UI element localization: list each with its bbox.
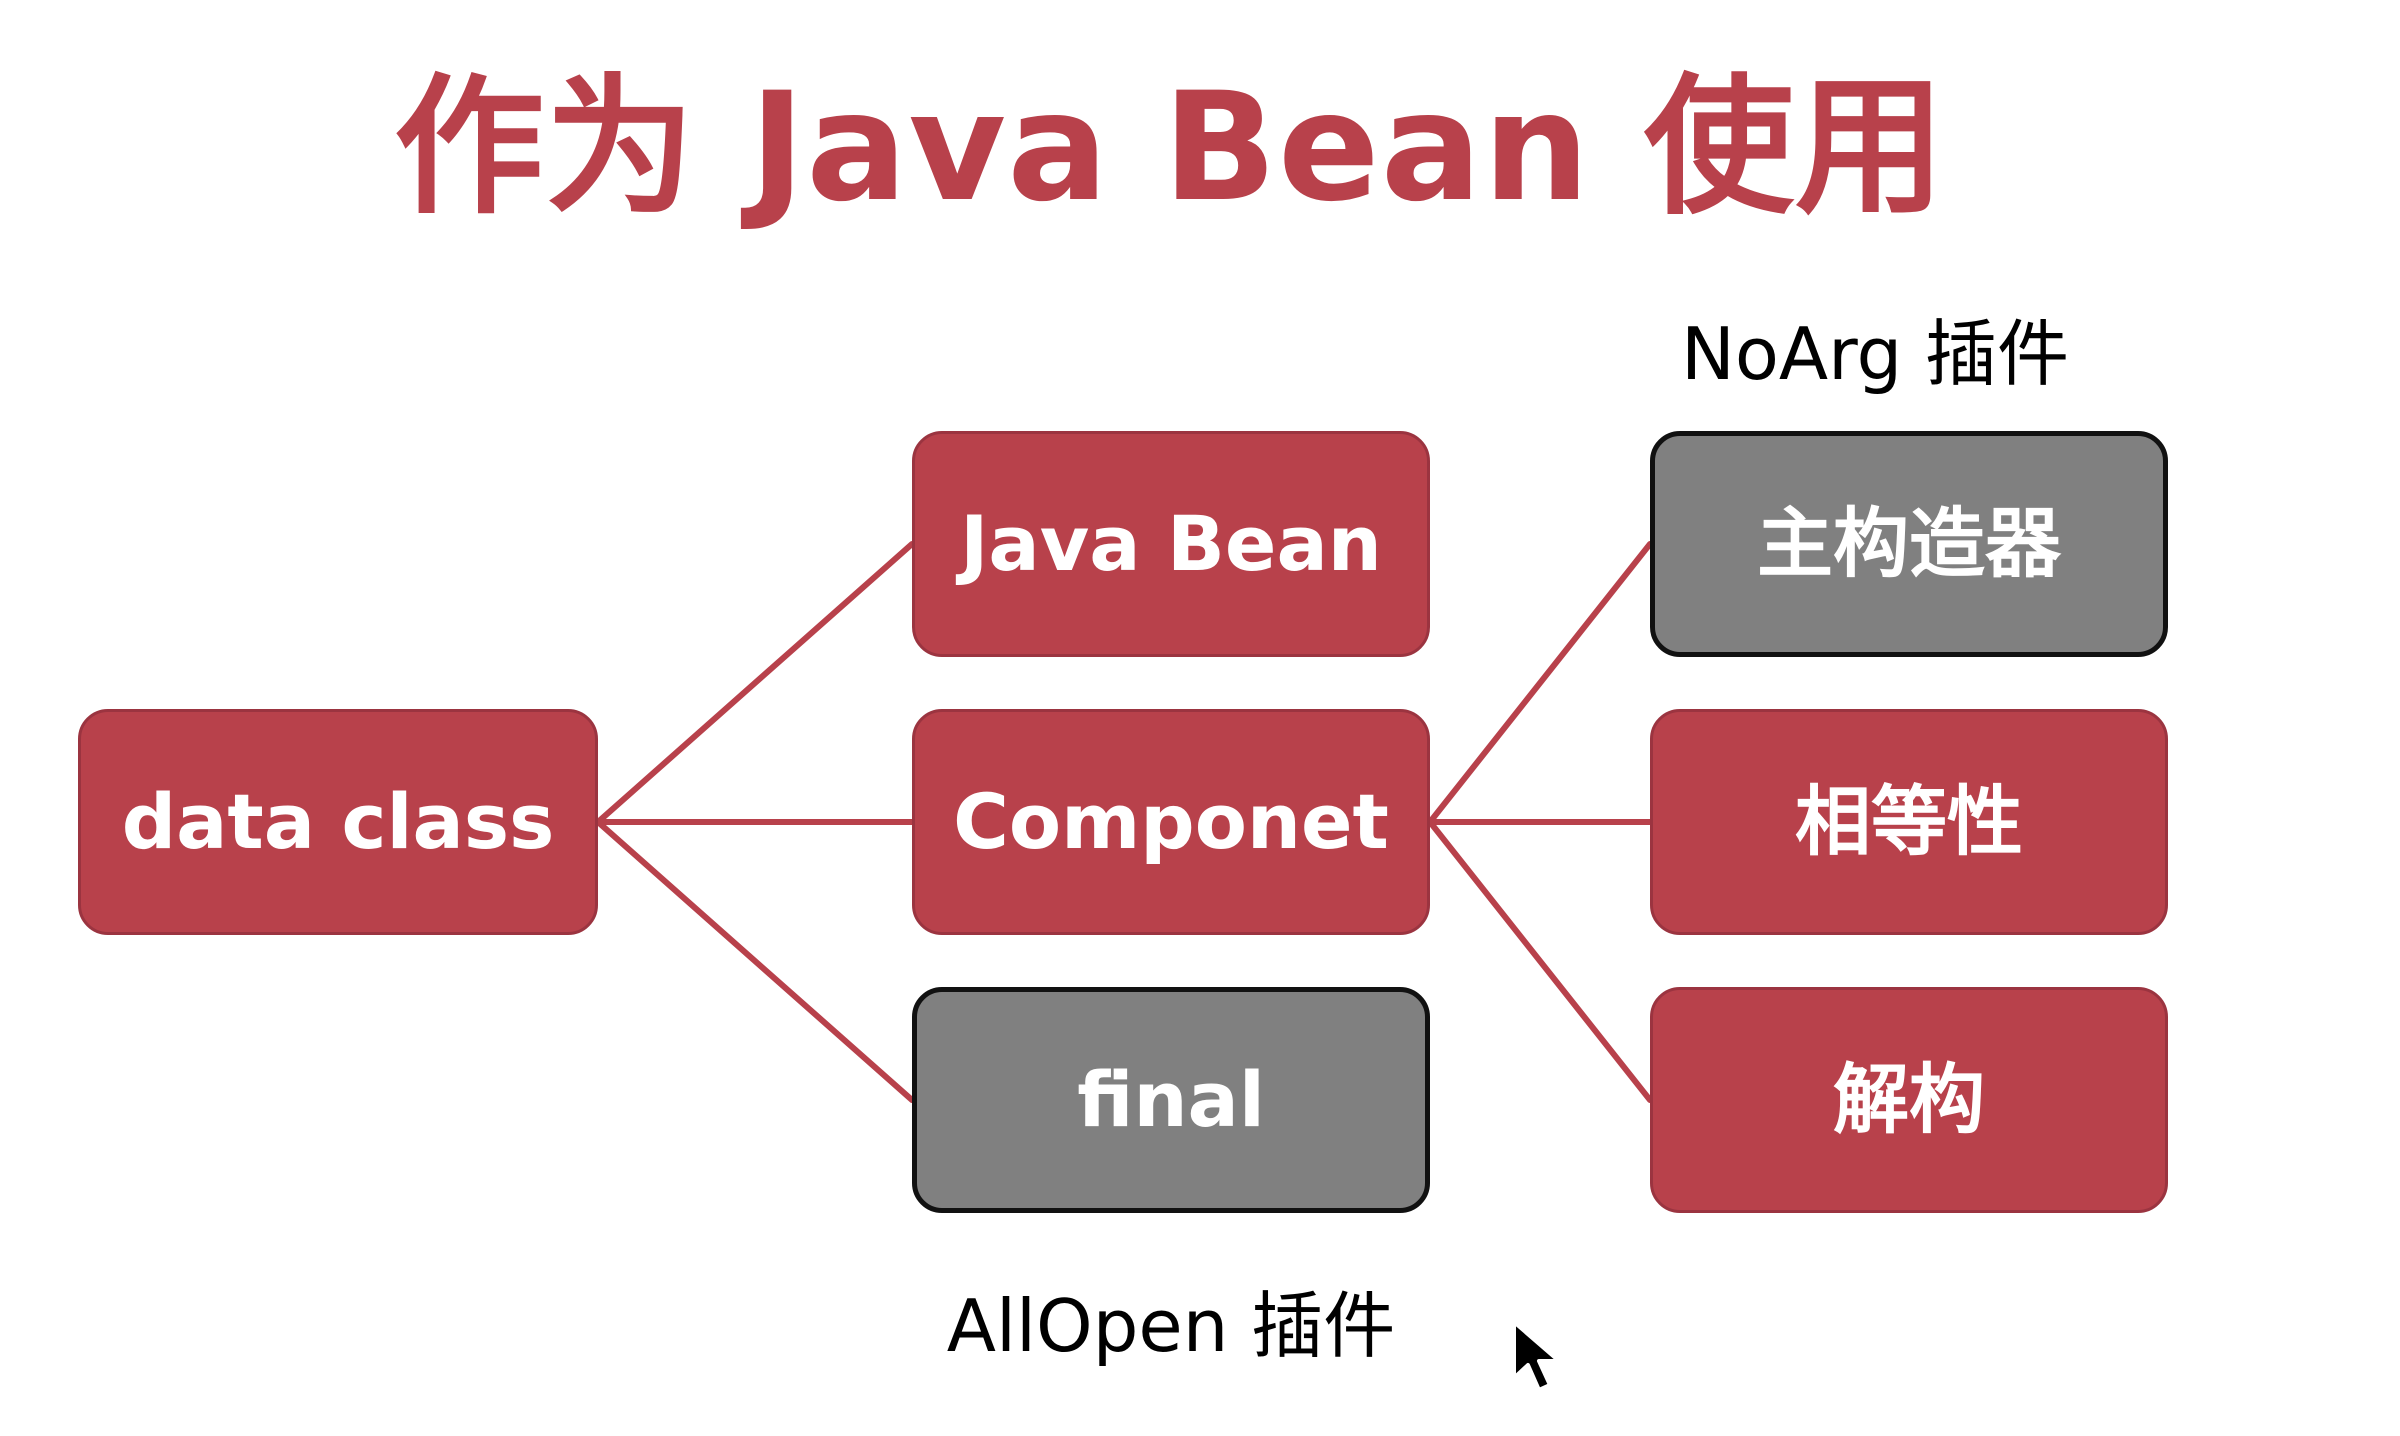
mouse-pointer-icon <box>1512 1320 1561 1392</box>
java-bean-node: Java Bean <box>912 431 1430 657</box>
connector-componet-to-primary-constructor <box>1427 541 1653 825</box>
page-title: 作为 Java Bean 使用 <box>394 61 1946 235</box>
allopen-plugin-caption: AllOpen 插件 <box>946 1284 1396 1368</box>
componet-node: Componet <box>912 709 1430 935</box>
final-node: final <box>912 987 1430 1213</box>
connector-componet-to-destructuring <box>1427 819 1653 1103</box>
connector-data-class-to-final <box>595 819 915 1103</box>
noarg-plugin-caption: NoArg 插件 <box>1680 312 2070 396</box>
connector-data-class-to-java-bean <box>595 541 915 825</box>
data-class-node: data class <box>78 709 598 935</box>
equality-node: 相等性 <box>1650 709 2168 935</box>
primary-constructor-node: 主构造器 <box>1650 431 2168 657</box>
destructuring-node: 解构 <box>1650 987 2168 1213</box>
